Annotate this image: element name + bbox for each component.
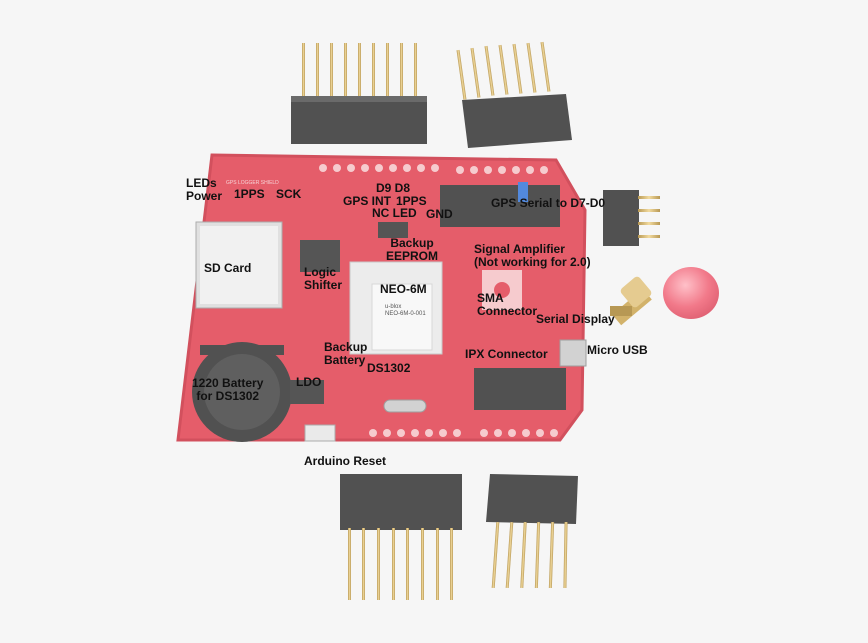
label-micro-usb: Micro USB	[587, 343, 648, 357]
label-sma-connector: SMA Connector	[477, 292, 537, 318]
label-ds1302: DS1302	[367, 361, 411, 375]
label-battery: Battery	[324, 353, 366, 367]
label-backup-eeprom-line2: EEPROM	[386, 249, 439, 263]
label-gps-serial: GPS Serial to D7-D0	[491, 196, 606, 210]
shield-board	[176, 153, 587, 442]
label-d9-d8: D9 D8	[376, 181, 411, 195]
gps-module-marking: u-blox NEO-6M-0-001	[385, 304, 426, 318]
label-1220-battery-line1: 1220 Battery	[192, 376, 264, 390]
label-ldo: LDO	[296, 375, 322, 389]
label-backup-eeprom: Backup EEPROM	[386, 237, 438, 263]
label-backup: Backup	[324, 340, 368, 354]
label-leds-power: LEDs Power	[186, 177, 222, 203]
label-1pps-right: 1PPS	[396, 194, 427, 208]
label-1220-battery: 1220 Battery for DS1302	[192, 377, 263, 403]
stacking-header-bottom-right	[486, 474, 578, 589]
label-logic: Logic	[304, 265, 336, 279]
stacking-header-bottom-left	[340, 474, 462, 600]
label-sma: SMA	[477, 291, 504, 305]
label-gps-int: GPS INT	[343, 194, 392, 208]
label-1220-battery-line2: for DS1302	[196, 389, 260, 403]
label-gnd: GND	[426, 207, 453, 221]
label-nc-led: NC LED	[372, 206, 417, 220]
stacking-header-top-left	[291, 43, 427, 144]
board-silkscreen-title: GPS LOGGER SHIELD	[226, 180, 279, 186]
label-serial-display: Serial Display	[536, 312, 615, 326]
label-1pps-left: 1PPS	[234, 187, 265, 201]
label-arduino-reset: Arduino Reset	[304, 454, 387, 468]
label-shifter: Shifter	[304, 278, 343, 292]
label-backup-battery: Backup Battery	[324, 341, 367, 367]
label-signal-amplifier-line1: Signal Amplifier	[474, 242, 565, 256]
sma-connector-part	[610, 276, 652, 326]
label-leds: LEDs	[186, 176, 217, 190]
gps-module-brand: u-blox	[385, 304, 402, 310]
stacking-header-top-right	[456, 41, 572, 148]
label-neo-6m: NEO-6M	[380, 282, 427, 296]
antenna-cap	[663, 267, 719, 319]
label-power: Power	[186, 189, 223, 203]
gps-module-part: NEO-6M-0-001	[385, 311, 426, 317]
loose-right-angle-header	[603, 190, 660, 246]
label-ipx-connector: IPX Connector	[465, 347, 548, 361]
label-logic-shifter: Logic Shifter	[304, 266, 342, 292]
label-signal-amplifier-note: (Not working for 2.0)	[474, 255, 591, 269]
label-1pps-gnd: 1PPS GND	[396, 195, 453, 221]
label-signal-amplifier: Signal Amplifier (Not working for 2.0)	[474, 243, 591, 269]
label-connector: Connector	[477, 304, 537, 318]
label-backup-eeprom-line1: Backup	[390, 236, 434, 250]
label-sd-card: SD Card	[204, 261, 252, 275]
label-sck: SCK	[276, 187, 302, 201]
